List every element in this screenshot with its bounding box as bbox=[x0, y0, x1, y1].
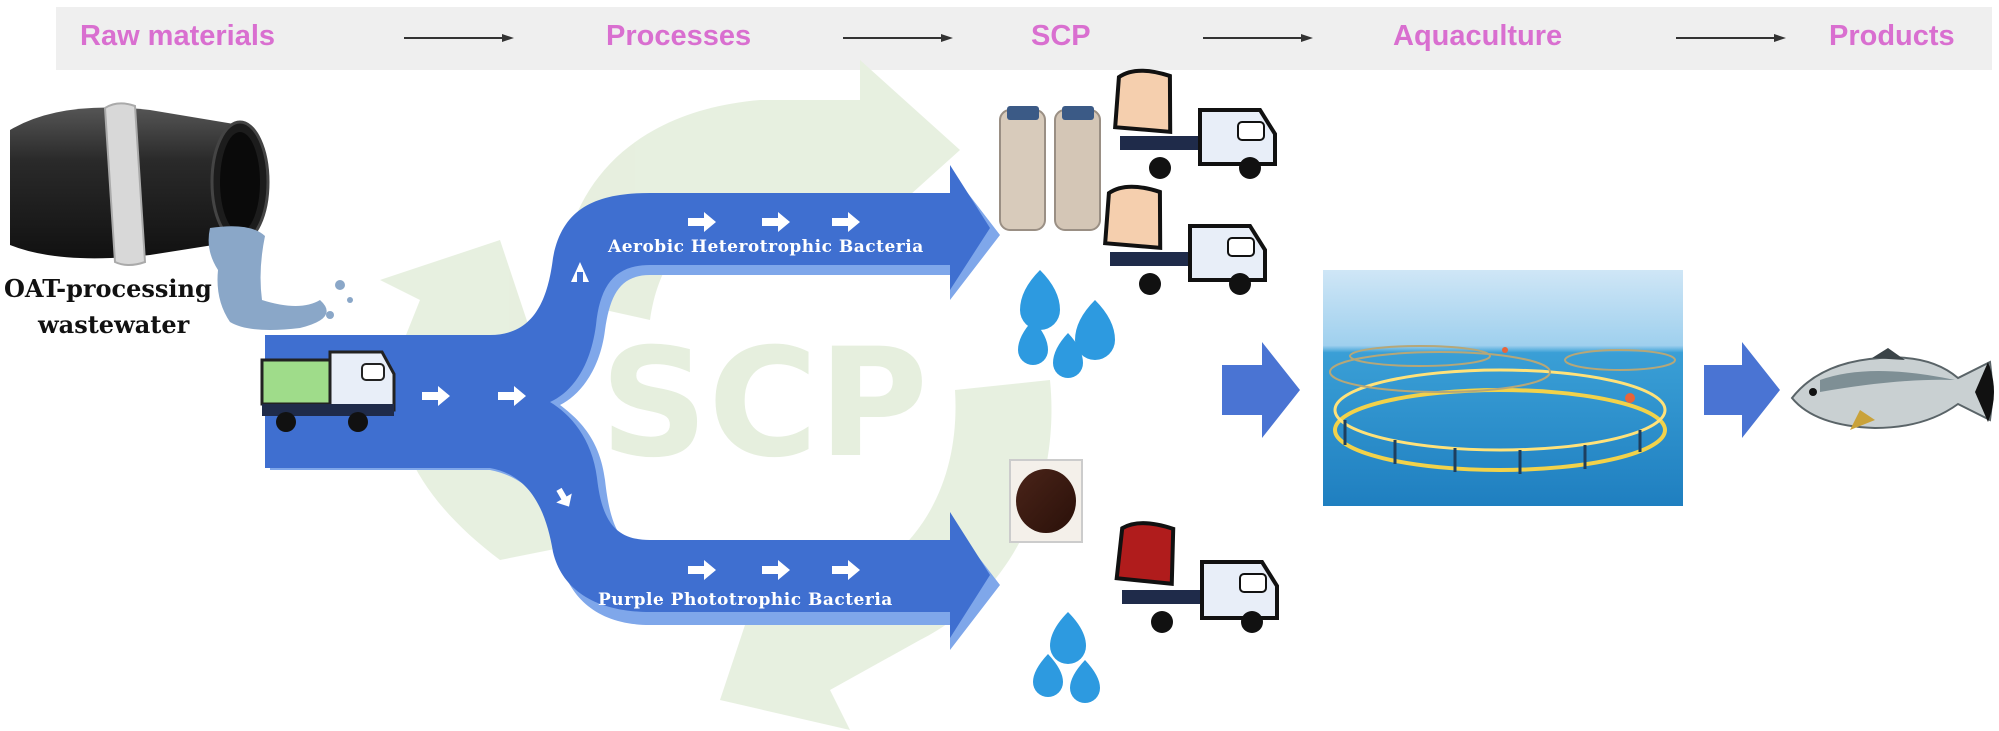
stage-arrow-4 bbox=[1676, 34, 1786, 42]
water-drops-icon bbox=[1018, 270, 1115, 378]
truck-icon bbox=[1113, 68, 1277, 179]
stage-scp: SCP bbox=[1031, 20, 1091, 52]
pipe-icon bbox=[10, 102, 353, 330]
stage-arrow-1 bbox=[404, 34, 514, 42]
flow-direction-arrows bbox=[422, 212, 860, 580]
arrow-to-farm bbox=[1222, 342, 1300, 438]
lower-branch-label: Purple Phototrophic Bacteria bbox=[598, 590, 893, 610]
upper-branch-label: Aerobic Heterotrophic Bacteria bbox=[607, 237, 924, 257]
biomass-sample-icon bbox=[1009, 459, 1083, 543]
arrow-to-fish bbox=[1704, 342, 1780, 438]
stage-processes: Processes bbox=[606, 20, 752, 52]
water-drops-icon bbox=[1033, 612, 1100, 703]
source-label-line2: wastewater bbox=[37, 310, 190, 339]
bottles-icon bbox=[999, 106, 1101, 231]
truck-icon bbox=[1103, 184, 1267, 295]
fish-icon bbox=[1790, 348, 1994, 430]
truck-icon bbox=[260, 350, 396, 432]
truck-icon bbox=[1114, 521, 1279, 633]
fish-farm-photo bbox=[1323, 270, 1683, 506]
stage-header-bar bbox=[56, 7, 1992, 70]
scp-watermark: SCP bbox=[600, 317, 928, 491]
stage-products: Products bbox=[1829, 20, 1955, 52]
process-flow bbox=[265, 165, 1000, 650]
stage-arrow-3 bbox=[1203, 34, 1313, 42]
source-label-line1: OAT-processing bbox=[4, 274, 212, 303]
stage-raw-materials: Raw materials bbox=[80, 20, 276, 52]
stage-aquaculture: Aquaculture bbox=[1393, 20, 1563, 52]
stage-arrow-2 bbox=[843, 34, 953, 42]
